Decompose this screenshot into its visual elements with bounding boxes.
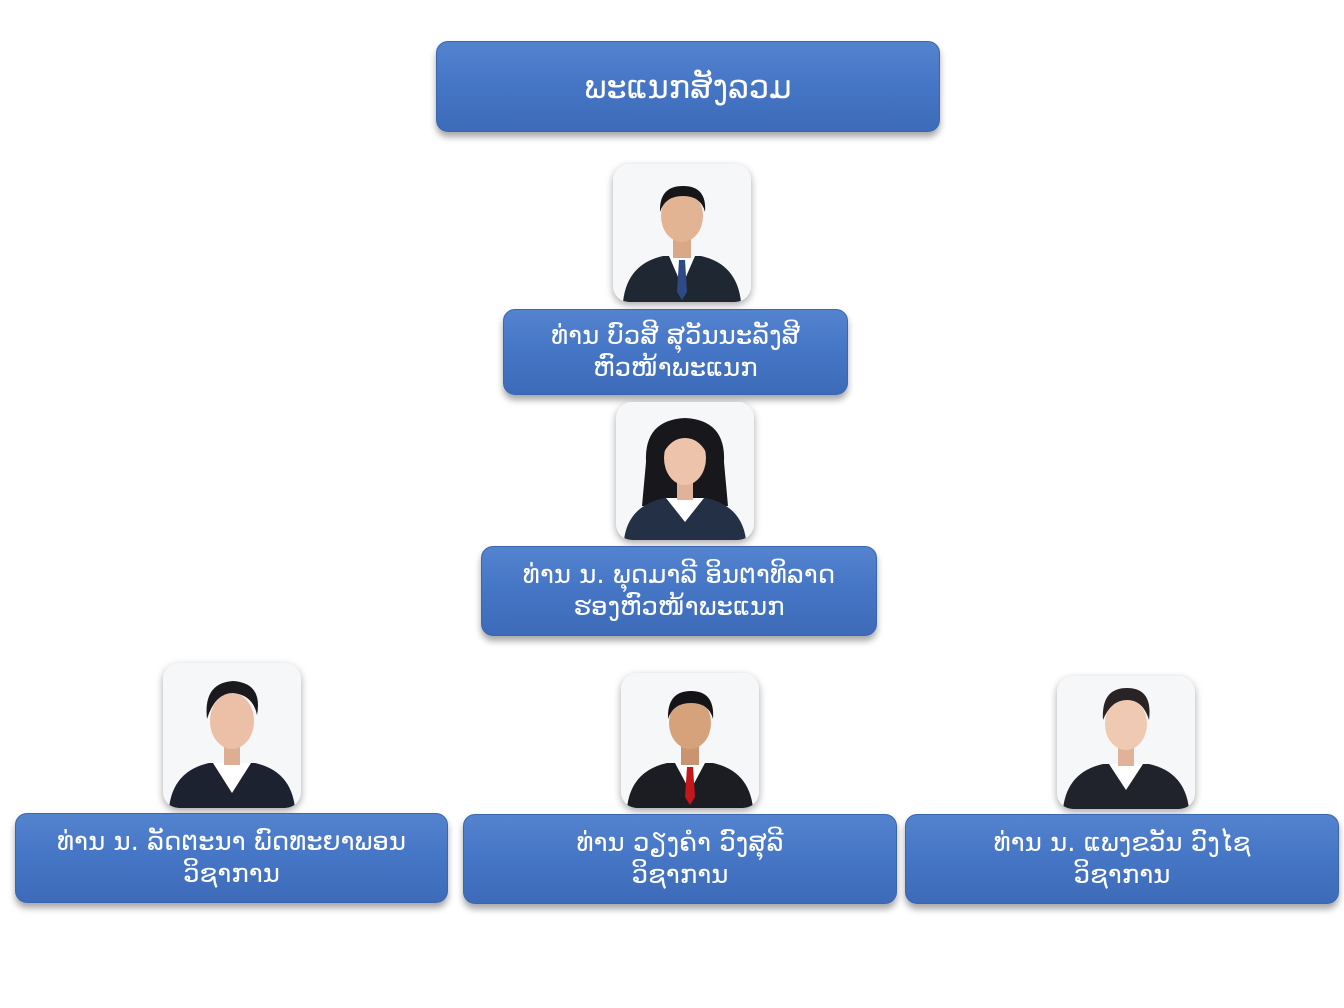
person-role: ວິຊາການ: [183, 859, 280, 889]
person-name: ທ່ານ ນ. ລັດຕະນາ ພົດທະຍາພອນ: [57, 826, 406, 857]
person-box-deputy: ທ່ານ ນ. ພຸດມາລີ ອິນຕາທິລາດ ຮອງຫົວໜ້າພະແນ…: [481, 546, 877, 636]
department-title-box: ພະແນກສັງລວມ: [436, 41, 940, 132]
person-portrait-icon: [616, 402, 754, 540]
person-box-head: ທ່ານ ບົວສີ ສຸວັນນະລັງສີ ຫົວໜ້າພະແນກ: [503, 309, 848, 395]
photo-staff2: [621, 673, 759, 808]
person-name: ທ່ານ ບົວສີ ສຸວັນນະລັງສີ: [551, 320, 800, 351]
person-role: ຮອງຫົວໜ້າພະແນກ: [573, 592, 785, 622]
photo-head: [613, 164, 751, 302]
person-name: ທ່ານ ນ. ພຸດມາລີ ອິນຕາທິລາດ: [522, 559, 836, 590]
photo-deputy: [616, 402, 754, 540]
person-name: ທ່ານ ນ. ແພງຂວັນ ວົງໄຊ: [993, 827, 1251, 858]
person-name: ທ່ານ ວຽງຄຳ ວົງສຸລີ: [576, 827, 784, 858]
person-box-staff1: ທ່ານ ນ. ລັດຕະນາ ພົດທະຍາພອນ ວິຊາການ: [15, 813, 448, 903]
person-box-staff3: ທ່ານ ນ. ແພງຂວັນ ວົງໄຊ ວິຊາການ: [905, 814, 1339, 904]
person-portrait-icon: [613, 164, 751, 302]
person-role: ຫົວໜ້າພະແນກ: [593, 353, 758, 383]
department-title: ພະແນກສັງລວມ: [584, 67, 792, 106]
person-portrait-icon: [621, 673, 759, 808]
person-portrait-icon: [1057, 676, 1195, 809]
person-box-staff2: ທ່ານ ວຽງຄຳ ວົງສຸລີ ວິຊາການ: [463, 814, 897, 904]
person-role: ວິຊາການ: [631, 860, 729, 890]
photo-staff1: [163, 663, 301, 808]
person-role: ວິຊາການ: [1073, 860, 1171, 890]
person-portrait-icon: [163, 663, 301, 808]
photo-staff3: [1057, 676, 1195, 809]
